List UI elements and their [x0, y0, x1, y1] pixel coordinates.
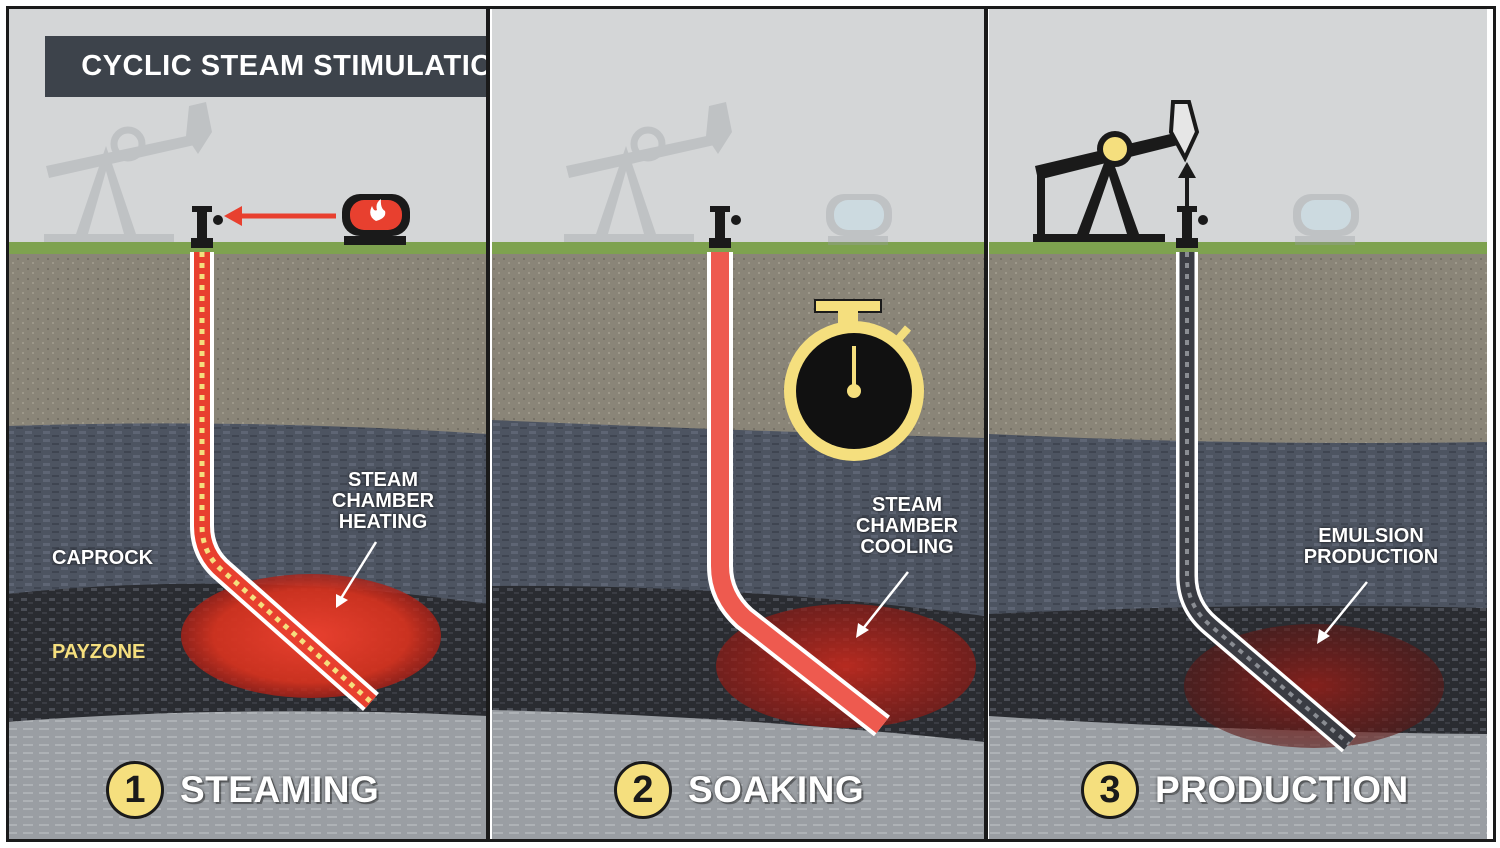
callout-arrow — [1317, 581, 1368, 644]
soil-layer — [6, 254, 488, 434]
steam-flow — [199, 252, 373, 704]
stage-label: PRODUCTION — [1155, 769, 1409, 810]
pumpjack-icon — [44, 102, 212, 242]
steam-generator-icon — [826, 194, 892, 245]
stage-soaking: 2 SOAKING — [614, 758, 864, 822]
callout-line: PRODUCTION — [1303, 546, 1439, 568]
callout-arrow — [856, 571, 909, 638]
soaking-well-pipe — [711, 252, 888, 734]
callout-line: COOLING — [860, 536, 954, 558]
payzone-label: PAYZONE — [52, 641, 146, 663]
caprock-layer — [989, 434, 1487, 616]
arrow-icon — [1178, 162, 1196, 206]
callout-line: STEAM — [872, 494, 942, 516]
panel-soaking: STEAM CHAMBER COOLING 2 SOAKING — [492, 6, 985, 840]
pumpjack-icon — [564, 102, 732, 242]
panel-steaming: CYCLIC STEAM STIMULATION (CSS) STEAM CHA… — [6, 6, 488, 840]
steam-generator-icon — [342, 194, 410, 245]
sky — [492, 6, 985, 246]
callout-line: CHAMBER — [331, 490, 435, 512]
stage-number-badge: 3 — [1081, 761, 1139, 819]
wellhead-valve-icon — [191, 206, 223, 248]
callout-line: EMULSION — [1318, 525, 1424, 547]
production-scene — [989, 6, 1487, 840]
stopwatch-icon — [784, 299, 924, 461]
ground-surface — [492, 242, 985, 254]
basement-layer — [492, 710, 985, 840]
stage-number-badge: 1 — [106, 761, 164, 819]
callout-line: CHAMBER — [855, 515, 959, 537]
callout-line: HEATING — [338, 511, 428, 533]
soaking-scene — [492, 6, 985, 840]
page-title: CYCLIC STEAM STIMULATION (CSS) — [45, 36, 488, 97]
arrow-icon — [224, 206, 336, 226]
ground-surface — [6, 242, 488, 254]
caprock-layer — [6, 423, 488, 606]
callout-line: STEAM — [348, 469, 418, 491]
steam-generator-icon — [1293, 194, 1359, 245]
stage-number-badge: 2 — [614, 761, 672, 819]
flame-icon — [370, 199, 386, 221]
panel-production: EMULSION PRODUCTION 3 PRODUCTION — [989, 6, 1487, 840]
ground-surface — [989, 242, 1487, 254]
soil-layer — [989, 254, 1487, 454]
callout-steam-chamber-heating: STEAM CHAMBER HEATING — [316, 470, 450, 533]
sky — [989, 6, 1487, 246]
wellhead-valve-icon — [709, 206, 741, 248]
emulsion-flow — [1185, 252, 1351, 746]
caprock-layer — [492, 420, 985, 618]
stage-label: SOAKING — [688, 769, 865, 810]
steaming-scene — [6, 6, 488, 840]
wellhead-valve-icon — [1176, 206, 1208, 248]
stage-steaming: 1 STEAMING — [106, 758, 379, 822]
panel-divider — [984, 6, 988, 840]
callout-steam-chamber-cooling: STEAM CHAMBER COOLING — [840, 495, 974, 558]
caprock-label: CAPROCK — [52, 547, 154, 569]
pumpjack-icon — [1033, 100, 1200, 242]
callout-arrow — [336, 541, 378, 608]
stage-label: STEAMING — [180, 769, 380, 810]
panel-divider — [486, 6, 490, 840]
callout-emulsion-production: EMULSION PRODUCTION — [1291, 526, 1451, 568]
stage-production: 3 PRODUCTION — [1081, 758, 1409, 822]
